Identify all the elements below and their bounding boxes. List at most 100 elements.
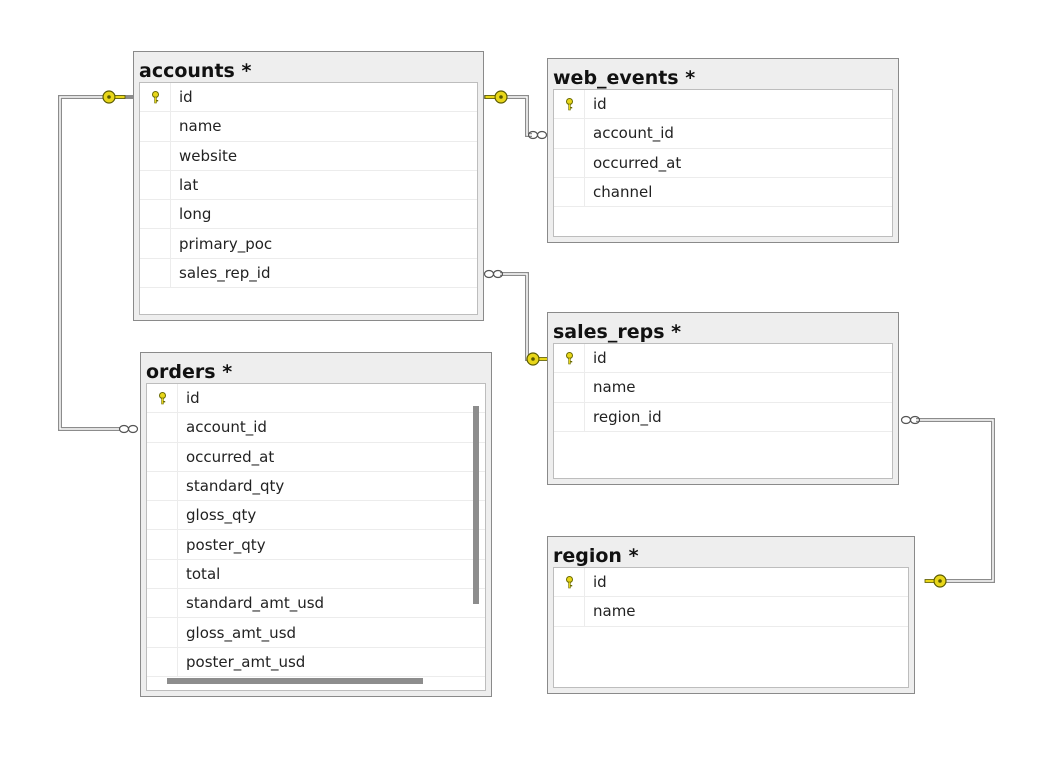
infinity-icon: [483, 269, 504, 279]
row-selector: [140, 141, 171, 170]
row-selector: [554, 597, 585, 626]
column-row[interactable]: id: [140, 83, 477, 113]
column-list: id name region_id: [553, 343, 893, 479]
column-name: website: [179, 146, 238, 165]
row-selector: [140, 112, 171, 141]
vertical-scrollbar[interactable]: [473, 406, 479, 604]
column-row[interactable]: occurred_at: [147, 442, 485, 472]
column-name: total: [186, 564, 221, 583]
row-selector: [147, 618, 178, 647]
column-row[interactable]: name: [554, 597, 908, 627]
row-selector: [554, 148, 585, 177]
relationship-sales-reps-region[interactable]: [916, 418, 995, 583]
column-row[interactable]: id: [554, 568, 908, 598]
column-row[interactable]: name: [140, 112, 477, 142]
horizontal-scrollbar[interactable]: [167, 678, 423, 684]
table-orders[interactable]: orders * id account_id occurred_at standard…: [140, 352, 492, 697]
table-title: accounts *: [139, 60, 252, 82]
column-row[interactable]: account_id: [554, 119, 892, 149]
row-selector: [147, 589, 178, 618]
column-name: id: [179, 88, 193, 107]
row-selector: [140, 170, 171, 200]
relationship-accounts-web-events[interactable]: [504, 95, 532, 137]
table-sales-reps[interactable]: sales_reps * id name region_id: [547, 312, 899, 485]
table-title: orders *: [146, 361, 233, 383]
key-icon: [483, 90, 508, 104]
row-selector: [147, 442, 178, 471]
column-row[interactable]: sales_rep_id: [140, 258, 477, 289]
row-selector: [554, 119, 585, 148]
column-row[interactable]: id: [554, 90, 892, 120]
column-name: occurred_at: [593, 153, 682, 172]
column-name: id: [186, 389, 200, 408]
column-name: gloss_qty: [186, 506, 257, 525]
column-name: poster_qty: [186, 535, 266, 554]
column-row[interactable]: website: [140, 141, 477, 171]
infinity-icon: [527, 130, 548, 140]
key-icon: [924, 574, 947, 588]
column-row[interactable]: standard_qty: [147, 471, 485, 502]
table-accounts[interactable]: accounts * id name website lat long primary_p…: [133, 51, 484, 321]
column-row[interactable]: account_id: [147, 413, 485, 443]
row-selector: [140, 258, 171, 288]
column-list: id name website lat long primary_poc sales_rep…: [139, 82, 478, 315]
relationship-accounts-sales-reps[interactable]: [500, 272, 530, 361]
column-row[interactable]: total: [147, 559, 485, 590]
row-selector: [147, 501, 178, 530]
primary-key-icon: [554, 344, 585, 373]
column-name: occurred_at: [186, 447, 275, 466]
column-name: name: [179, 117, 222, 136]
column-row[interactable]: channel: [554, 177, 892, 208]
column-list: id name: [553, 567, 909, 688]
column-name: standard_amt_usd: [186, 594, 325, 613]
column-row[interactable]: id: [554, 344, 892, 374]
row-selector: [147, 471, 178, 501]
column-name: long: [179, 205, 212, 224]
row-selector: [140, 229, 171, 258]
row-selector: [147, 413, 178, 442]
row-selector: [554, 402, 585, 431]
column-row[interactable]: long: [140, 200, 477, 230]
table-title: sales_reps *: [553, 321, 682, 343]
column-name: lat: [179, 176, 199, 195]
column-row[interactable]: lat: [140, 170, 477, 201]
relationship-accounts-orders[interactable]: [58, 95, 120, 431]
row-selector: [554, 373, 585, 402]
column-name: id: [593, 95, 607, 114]
column-name: name: [593, 602, 636, 621]
column-row[interactable]: region_id: [554, 402, 892, 432]
column-name: gloss_amt_usd: [186, 623, 297, 642]
infinity-icon: [900, 415, 921, 425]
column-name: id: [593, 349, 607, 368]
column-name: standard_qty: [186, 477, 285, 496]
column-row[interactable]: poster_amt_usd: [147, 647, 485, 677]
column-name: id: [593, 573, 607, 592]
column-row[interactable]: gloss_amt_usd: [147, 618, 485, 648]
column-name: primary_poc: [179, 234, 273, 253]
column-name: poster_amt_usd: [186, 652, 306, 671]
row-selector: [140, 200, 171, 229]
column-row[interactable]: occurred_at: [554, 148, 892, 178]
primary-key-icon: [554, 90, 585, 119]
column-row[interactable]: standard_amt_usd: [147, 589, 485, 619]
column-row[interactable]: poster_qty: [147, 530, 485, 560]
column-row[interactable]: id: [147, 384, 485, 414]
table-title: region *: [553, 545, 639, 567]
column-row[interactable]: name: [554, 373, 892, 403]
column-row[interactable]: primary_poc: [140, 229, 477, 259]
key-icon: [526, 352, 549, 366]
row-selector: [554, 177, 585, 207]
column-name: region_id: [593, 407, 662, 426]
row-selector: [147, 530, 178, 559]
column-name: name: [593, 378, 636, 397]
primary-key-icon: [554, 568, 585, 597]
key-icon: [102, 90, 134, 104]
column-row[interactable]: gloss_qty: [147, 501, 485, 531]
row-selector: [147, 647, 178, 676]
table-region[interactable]: region * id name: [547, 536, 915, 694]
column-name: account_id: [593, 124, 674, 143]
primary-key-icon: [140, 83, 171, 112]
